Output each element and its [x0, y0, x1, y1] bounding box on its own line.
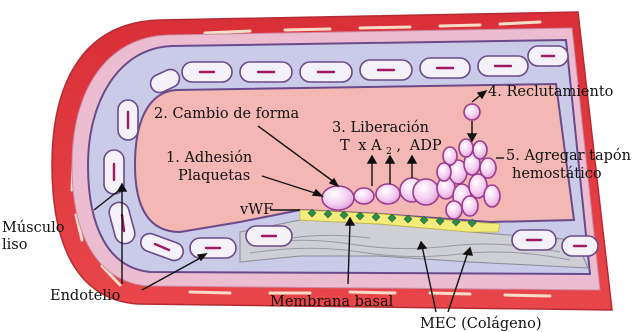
- muscle-label-line1: Músculo: [2, 220, 64, 236]
- step5-label-line1: 5. Agregar tapón: [506, 148, 631, 164]
- basal-membrane-label: Membrana basal: [270, 294, 394, 310]
- vwf-label: vWF: [239, 202, 273, 218]
- step5-label-line2: hemostático: [512, 166, 602, 182]
- muscle-label-line2: liso: [2, 237, 27, 253]
- endothelium-label: Endotelio: [50, 288, 120, 304]
- step3-comma: ,: [397, 138, 402, 154]
- step3-t: T: [340, 138, 350, 154]
- step3-xa: x A: [358, 138, 382, 154]
- step3-subscript: 2: [386, 147, 392, 157]
- step2-label: 2. Cambio de forma: [154, 106, 299, 122]
- step1-label-line2: Plaquetas: [178, 168, 250, 184]
- step3-adp: ADP: [409, 138, 442, 154]
- step3-label-line1: 3. Liberación: [332, 120, 429, 136]
- step1-label-line1: 1. Adhesión: [166, 150, 252, 166]
- ecm-label: MEC (Colágeno): [420, 316, 542, 332]
- step4-label: 4. Reclutamiento: [488, 84, 613, 100]
